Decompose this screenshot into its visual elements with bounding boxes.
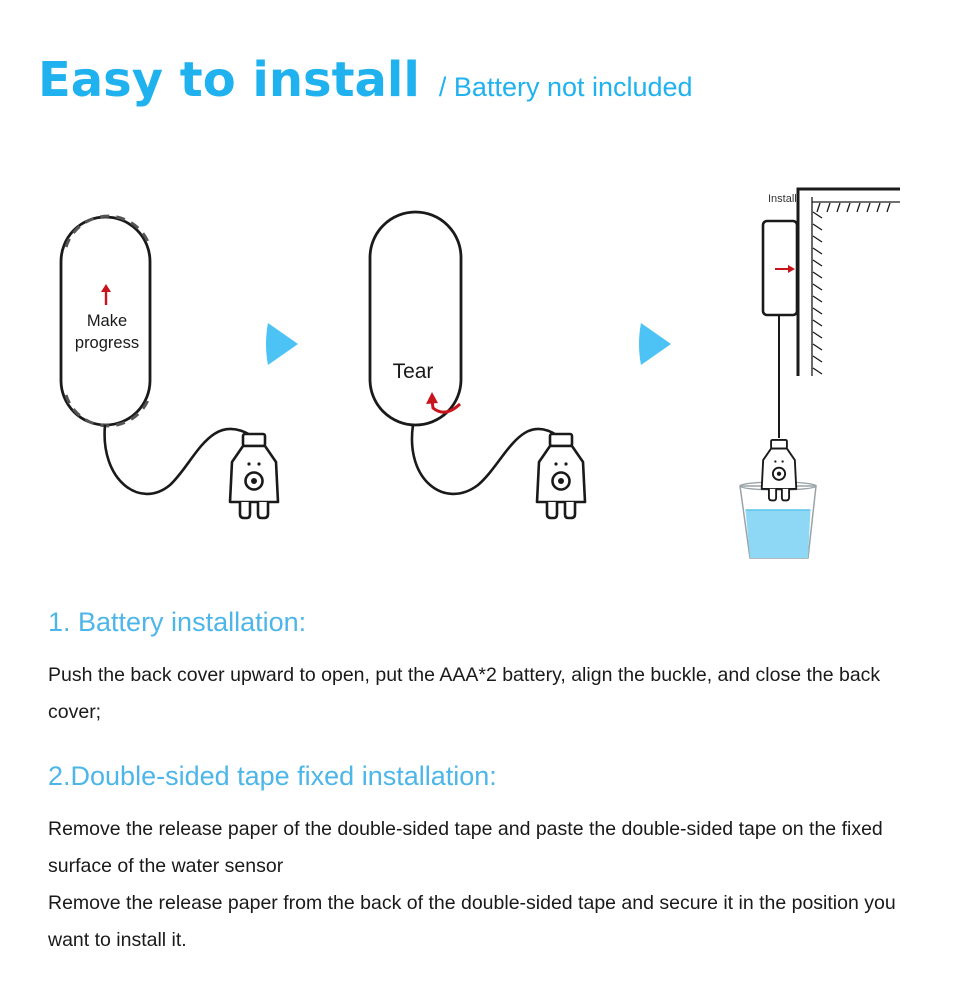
installation-diagram: Make progress Tear Install: [59, 187, 900, 559]
section-1-paragraph: Push the back cover upward to open, put …: [48, 664, 881, 723]
water-cup: [739, 481, 817, 559]
next-step-arrow-icon: [639, 323, 671, 365]
push-up-arrow-icon: [101, 284, 111, 305]
press-arrow-icon: [775, 265, 795, 273]
step-2-label-tear: Tear: [393, 360, 434, 383]
tear-arrow-icon: [426, 392, 462, 414]
step-1-sensor: Make progress: [59, 214, 280, 520]
next-step-arrow-icon: [266, 323, 298, 365]
step-1-probe: [228, 432, 280, 520]
section-2-paragraph-1: Remove the release paper of the double-s…: [48, 818, 883, 877]
step-2-probe: [535, 432, 587, 520]
section-2-body: Remove the release paper of the double-s…: [48, 811, 918, 959]
step-2-sensor: Tear: [368, 210, 587, 520]
step-3-label-install: Install: [768, 193, 797, 205]
page-title: Easy to install: [38, 52, 420, 108]
section-2-title: 2.Double-sided tape fixed installation:: [48, 761, 497, 791]
step-1-label-make: Make: [87, 312, 127, 330]
section-1-title: 1. Battery installation:: [48, 607, 307, 637]
page-header: Easy to install / Battery not included: [38, 52, 693, 108]
section-2-paragraph-2: Remove the release paper from the back o…: [48, 892, 896, 951]
section-1-body: Push the back cover upward to open, put …: [48, 657, 918, 731]
step-1-label-progress: progress: [75, 334, 139, 352]
step-3-install: Install: [739, 187, 900, 559]
page-subtitle: / Battery not included: [438, 72, 693, 102]
